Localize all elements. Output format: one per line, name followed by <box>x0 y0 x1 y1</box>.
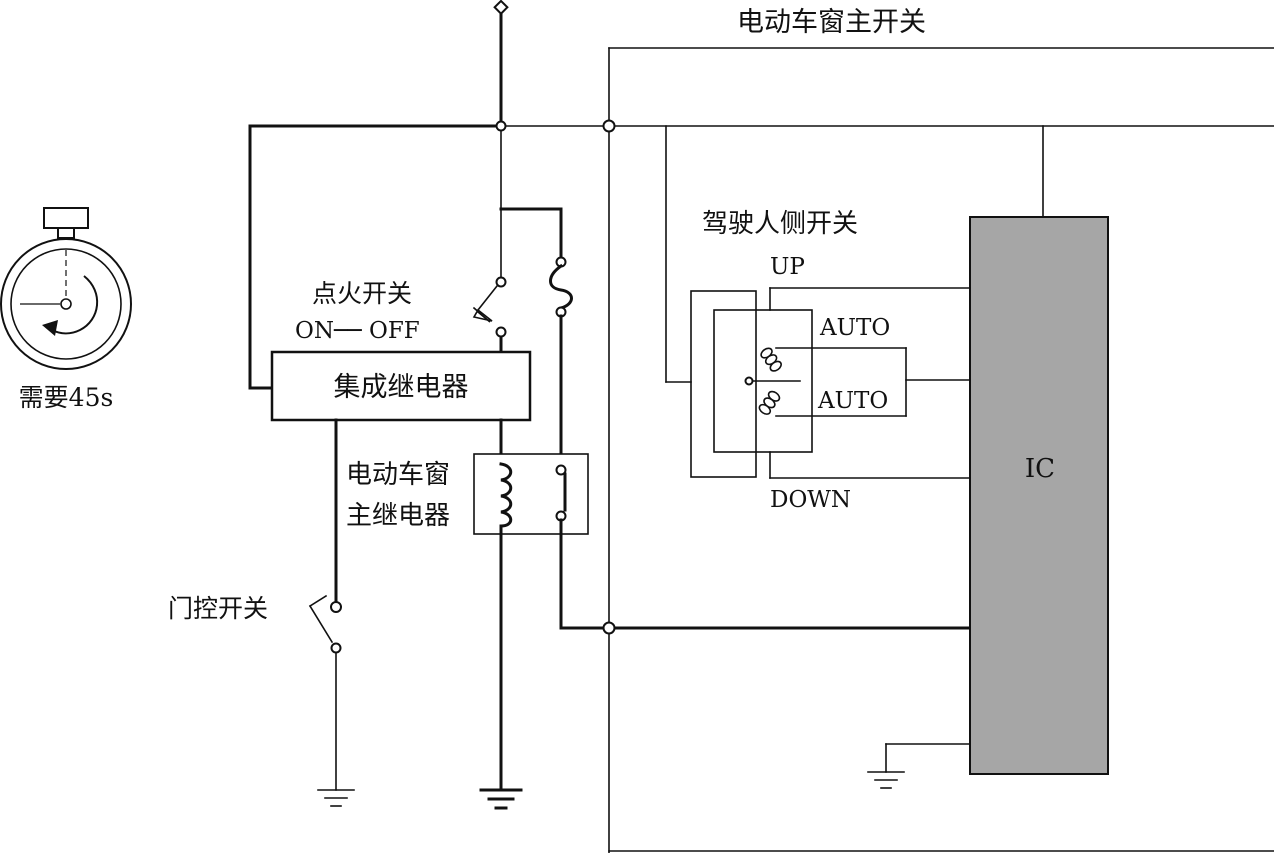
down-label: DOWN <box>770 487 851 513</box>
up-label: UP <box>770 254 805 280</box>
stopwatch-icon <box>0 207 132 370</box>
main-relay-contact <box>555 464 972 630</box>
driver-switch-label: 驾驶人侧开关 <box>702 209 858 239</box>
main-relay-label-line2: 主继电器 <box>346 501 450 531</box>
main-relay-label-line1: 电动车窗 <box>346 460 450 490</box>
ignition-on-off-label: ON── OFF <box>295 318 420 344</box>
supply-junction <box>495 120 507 132</box>
ignition-switch <box>472 276 507 354</box>
door-switch-label: 门控开关 <box>168 594 268 623</box>
integrated-relay-label: 集成继电器 <box>334 372 469 403</box>
integrated-relay-box <box>270 350 532 422</box>
main-switch-housing <box>608 47 1274 853</box>
ground-symbol <box>867 743 971 789</box>
ic-block <box>969 216 1109 775</box>
ignition-switch-label: 点火开关 <box>312 279 412 308</box>
main-switch-terminal-top <box>602 119 616 133</box>
ground-symbol <box>479 788 523 810</box>
supply-terminal <box>493 0 509 16</box>
fuse-symbol <box>549 256 573 468</box>
ic-label: IC <box>1025 454 1055 484</box>
ground-symbol <box>317 789 355 807</box>
supply-wiring <box>248 0 1274 390</box>
auto-bottom-label: AUTO <box>817 388 888 414</box>
timer-label: 需要45s <box>19 383 114 412</box>
door-switch <box>308 594 342 791</box>
main-switch-terminal-bottom <box>602 621 616 635</box>
main-relay-coil <box>499 462 513 792</box>
main-switch-label: 电动车窗主开关 <box>737 7 926 38</box>
driver-switch-body <box>690 287 971 479</box>
auto-top-label: AUTO <box>819 315 890 341</box>
main-relay-box <box>473 453 589 535</box>
